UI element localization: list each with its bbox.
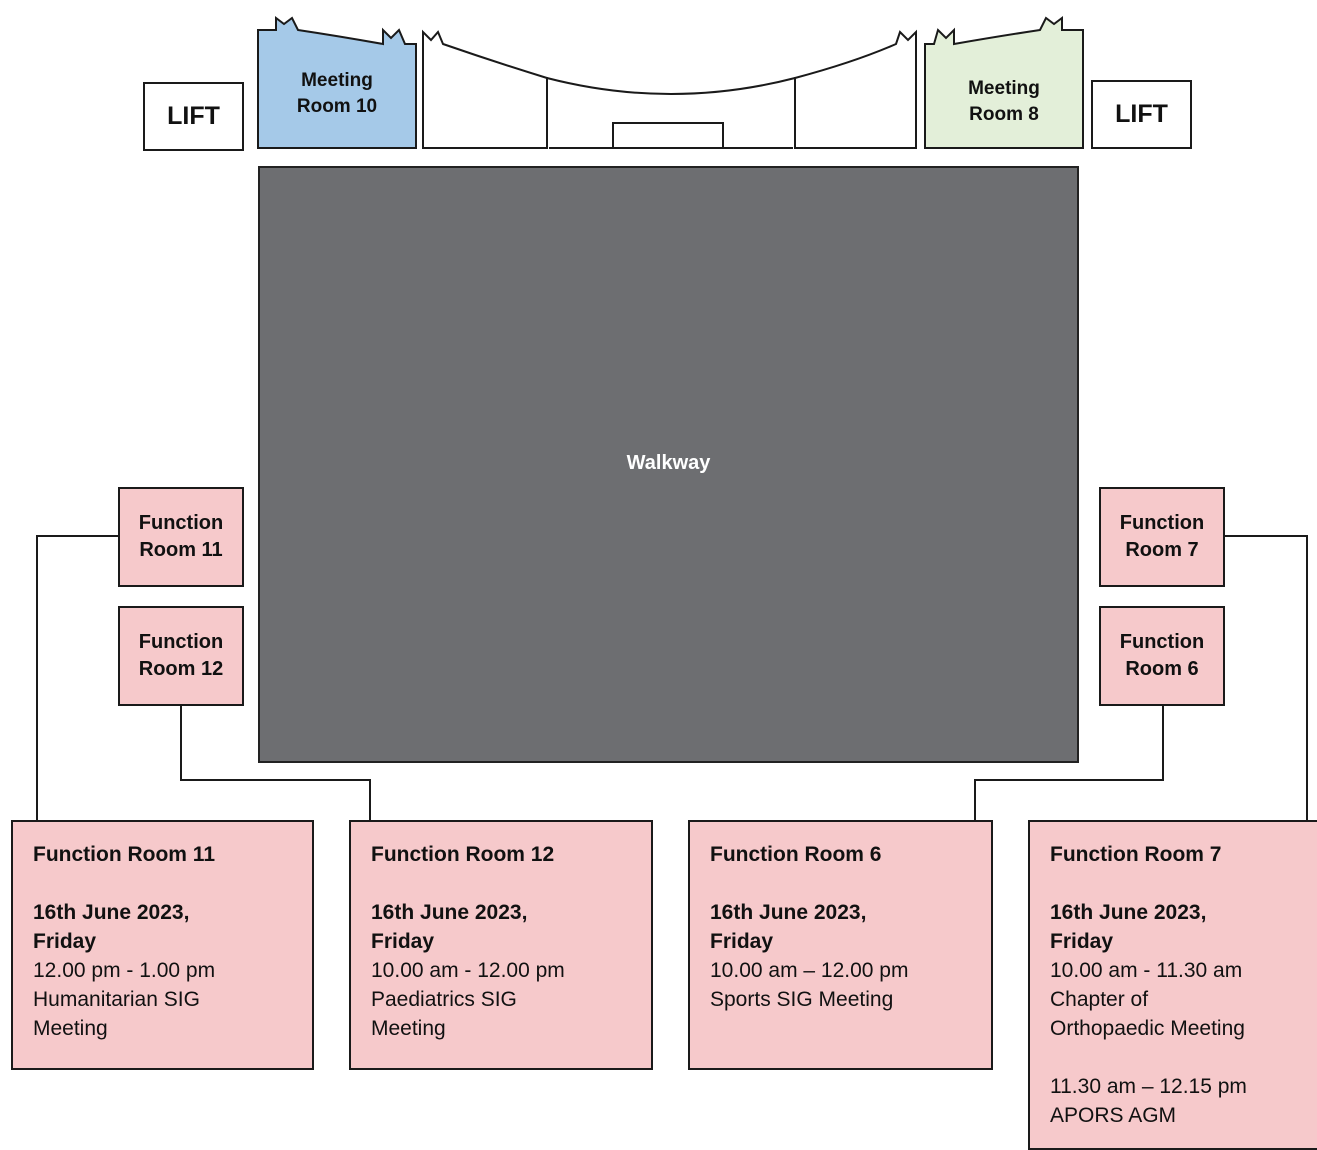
card-event-2: APORS AGM	[1050, 1104, 1177, 1127]
card-event: Paediatrics SIG Meeting	[371, 988, 517, 1040]
card-time: 10.00 am - 12.00 pm	[371, 959, 565, 982]
connector-room-7	[1225, 535, 1308, 820]
lift-left: LIFT	[143, 82, 244, 151]
card-title: Function Room 11	[33, 843, 216, 866]
schedule-card-room-12: Function Room 12 16th June 2023, Friday …	[349, 820, 653, 1070]
lift-left-label: LIFT	[167, 102, 220, 130]
function-room-6-box: Function Room 6	[1099, 606, 1225, 706]
card-event: Chapter of Orthopaedic Meeting	[1050, 988, 1245, 1040]
card-date: 16th June 2023, Friday	[33, 901, 190, 953]
walkway-label: Walkway	[626, 452, 711, 474]
card-title: Function Room 7	[1050, 843, 1222, 866]
connector-room-12	[180, 706, 371, 820]
meeting-room-10-label: Meeting Room 10	[296, 70, 378, 117]
hall-right-wing	[794, 29, 917, 149]
connector-room-6	[974, 706, 1164, 820]
lift-right-label: LIFT	[1115, 100, 1168, 128]
schedule-card-room-7: Function Room 7 16th June 2023, Friday 1…	[1028, 820, 1317, 1150]
walkway: Walkway	[258, 166, 1079, 763]
card-time-2: 11.30 am – 12.15 pm	[1050, 1075, 1247, 1098]
schedule-card-room-6: Function Room 6 16th June 2023, Friday 1…	[688, 820, 993, 1070]
card-event: Humanitarian SIG Meeting	[33, 988, 200, 1040]
function-room-11-box: Function Room 11	[118, 487, 244, 587]
card-time: 12.00 pm - 1.00 pm	[33, 959, 216, 982]
card-title: Function Room 12	[371, 843, 555, 866]
hall-curve	[546, 77, 796, 95]
function-room-12-box: Function Room 12	[118, 606, 244, 706]
function-room-7-box: Function Room 7	[1099, 487, 1225, 587]
connector-room-11	[36, 535, 118, 820]
card-date: 16th June 2023, Friday	[1050, 901, 1207, 953]
card-spacer	[1050, 1043, 1317, 1072]
card-time: 10.00 am - 11.30 am	[1050, 959, 1243, 982]
card-event: Sports SIG Meeting	[710, 988, 894, 1011]
card-title: Function Room 6	[710, 843, 882, 866]
card-time: 10.00 am – 12.00 pm	[710, 959, 909, 982]
card-date: 16th June 2023, Friday	[710, 901, 867, 953]
hall-left-wing	[422, 29, 548, 149]
meeting-room-8-shape	[924, 16, 1084, 149]
meeting-room-10-shape	[257, 16, 417, 149]
schedule-card-room-11: Function Room 11 16th June 2023, Friday …	[11, 820, 314, 1070]
card-date: 16th June 2023, Friday	[371, 901, 528, 953]
stage-shape	[612, 122, 724, 148]
lift-right: LIFT	[1091, 80, 1192, 149]
meeting-room-8-label: Meeting Room 8	[968, 78, 1040, 125]
